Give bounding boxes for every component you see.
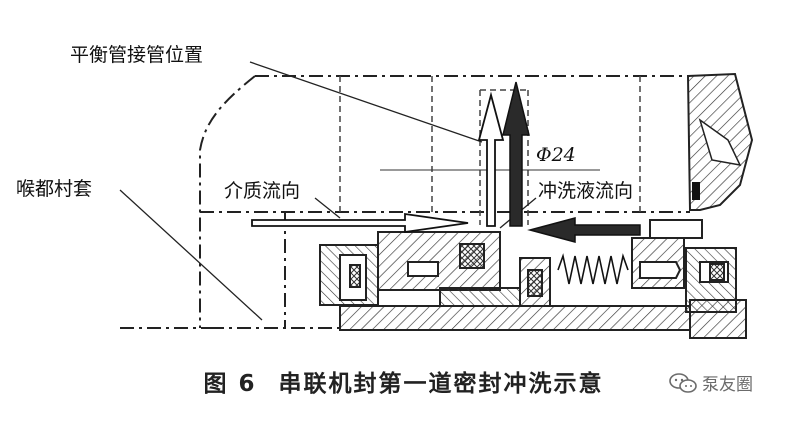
diameter-label: Φ24 bbox=[536, 144, 576, 166]
figure-caption: 图 6 串联机封第一道密封冲洗示意 bbox=[0, 364, 807, 398]
throat-bushing-label: 喉都村套 bbox=[16, 178, 93, 200]
shaft-sleeve bbox=[339, 299, 747, 339]
dashed-guides bbox=[339, 76, 641, 225]
casing-outline bbox=[120, 75, 690, 329]
housing-right bbox=[686, 72, 754, 211]
spring bbox=[557, 253, 629, 285]
leader-lines bbox=[119, 61, 537, 321]
medium-flow-arrow bbox=[251, 212, 469, 234]
balance-pipe-label: 平衡管接管位置 bbox=[70, 44, 204, 66]
watermark: 泵友圈 bbox=[668, 370, 753, 395]
gland-assembly bbox=[319, 219, 737, 313]
figure-number: 图 6 bbox=[203, 371, 257, 397]
flush-up-arrow bbox=[502, 81, 530, 227]
flush-flow-label: 冲洗液流向 bbox=[538, 180, 634, 202]
watermark-text: 泵友圈 bbox=[702, 375, 753, 395]
medium-flow-label: 介质流向 bbox=[224, 180, 301, 202]
flush-flow-arrow bbox=[527, 217, 641, 243]
figure-title: 串联机封第一道密封冲洗示意 bbox=[278, 371, 604, 397]
wechat-icon bbox=[669, 372, 697, 393]
balance-pipe-arrow bbox=[477, 91, 505, 227]
